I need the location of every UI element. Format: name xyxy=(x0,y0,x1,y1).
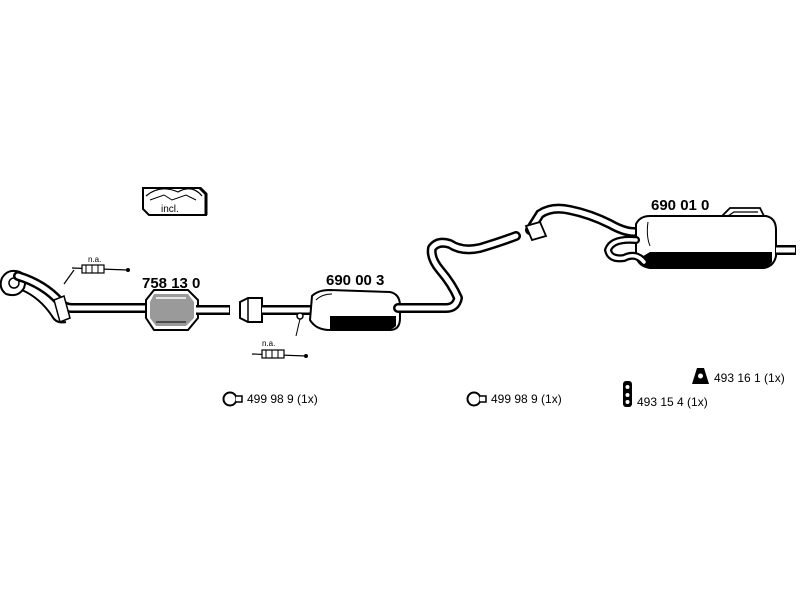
lambda-sensor-icon: n.a. xyxy=(251,339,308,359)
rubber-hanger-icon xyxy=(623,381,632,407)
sensor-not-available-label: n.a. xyxy=(88,255,101,264)
pipe-clamp-icon xyxy=(222,391,243,407)
sensor-not-available-label: n.a. xyxy=(262,339,275,348)
accessory-clamp-2-label: 499 98 9 (1x) xyxy=(491,392,562,406)
accessory-clamp-1[interactable]: 499 98 9 (1x) xyxy=(222,391,318,407)
middle-silencer-part-number: 690 00 3 xyxy=(326,272,384,289)
accessory-rubber-hanger-label: 493 15 4 (1x) xyxy=(637,395,708,409)
rubber-mount-icon xyxy=(692,368,709,384)
mounting-kit-label: incl. xyxy=(161,204,179,215)
catalytic-converter-part-number: 758 13 0 xyxy=(142,275,200,292)
pipe-clamp-icon xyxy=(466,391,487,407)
middle-silencer-assembly[interactable]: 690 00 3 xyxy=(239,231,521,337)
accessory-rubber-mount[interactable]: 493 16 1 (1x) xyxy=(692,368,785,385)
lambda-sensor-icon: n.a. xyxy=(63,255,130,285)
accessory-clamp-2[interactable]: 499 98 9 (1x) xyxy=(466,391,562,407)
rear-silencer-part-number: 690 01 0 xyxy=(651,197,709,214)
rear-silencer-assembly[interactable]: 690 01 0 xyxy=(524,197,796,269)
accessory-rubber-hanger[interactable]: 493 15 4 (1x) xyxy=(623,381,708,409)
mounting-kit-badge[interactable]: incl. xyxy=(142,186,208,216)
accessory-rubber-mount-label: 493 16 1 (1x) xyxy=(714,371,785,385)
accessory-clamp-1-label: 499 98 9 (1x) xyxy=(247,392,318,406)
catalytic-converter-assembly[interactable]: 758 13 0 xyxy=(0,269,230,331)
